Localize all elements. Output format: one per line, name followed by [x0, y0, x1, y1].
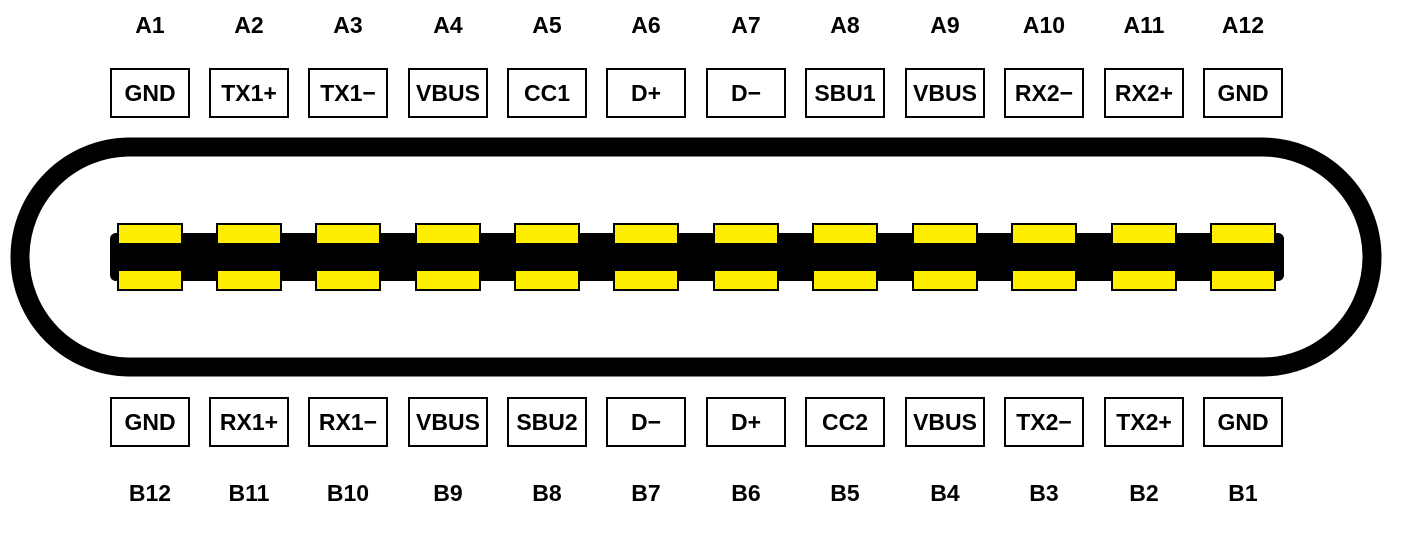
top-pin-id-5: A5 — [532, 11, 562, 38]
bottom-signal-label-2: RX1+ — [209, 397, 289, 447]
bottom-signal-label-7: D+ — [706, 397, 786, 447]
bottom-pin-id-row: B12 B11 B10 B9 B8 B7 B6 B5 B4 B3 B2 B1 — [0, 478, 1408, 538]
bottom-signal-label-10: TX2− — [1004, 397, 1084, 447]
top-pin-id-11: A11 — [1123, 11, 1165, 38]
bottom-contact-7 — [713, 269, 779, 291]
bottom-signal-label-5: SBU2 — [507, 397, 587, 447]
top-pin-id-6: A6 — [631, 11, 661, 38]
bottom-contact-11 — [1111, 269, 1177, 291]
top-signal-label-8: SBU1 — [805, 68, 885, 118]
top-contact-11 — [1111, 223, 1177, 245]
top-pin-id-7: A7 — [731, 11, 761, 38]
top-signal-label-1: GND — [110, 68, 190, 118]
top-contact-8 — [812, 223, 878, 245]
contact-group — [117, 223, 1276, 291]
top-signal-label-11: RX2+ — [1104, 68, 1184, 118]
top-pin-id-row: A1 A2 A3 A4 A5 A6 A7 A8 A9 A10 A11 A12 — [0, 10, 1408, 70]
bottom-signal-row: GND RX1+ RX1− VBUS SBU2 D− D+ CC2 VBUS TX2− TX2+ GN… — [0, 397, 1408, 457]
top-pin-id-3: A3 — [333, 11, 363, 38]
top-signal-label-6: D+ — [606, 68, 686, 118]
top-contact-2 — [216, 223, 282, 245]
top-pin-id-8: A8 — [830, 11, 860, 38]
bottom-pin-id-12: B1 — [1228, 479, 1258, 506]
bottom-signal-label-3: RX1− — [308, 397, 388, 447]
bottom-contact-8 — [812, 269, 878, 291]
bottom-contact-10 — [1011, 269, 1077, 291]
top-pin-id-1: A1 — [135, 11, 165, 38]
top-pin-id-4: A4 — [433, 11, 463, 38]
bottom-contact-5 — [514, 269, 580, 291]
bottom-pin-id-4: B9 — [433, 479, 463, 506]
bottom-signal-label-11: TX2+ — [1104, 397, 1184, 447]
bottom-contact-12 — [1210, 269, 1276, 291]
top-contact-6 — [613, 223, 679, 245]
top-signal-row: GND TX1+ TX1− VBUS CC1 D+ D− SBU1 VBUS RX2− RX2+ GN… — [0, 68, 1408, 128]
bottom-contact-4 — [415, 269, 481, 291]
top-contact-9 — [912, 223, 978, 245]
bottom-contact-1 — [117, 269, 183, 291]
top-signal-label-4: VBUS — [408, 68, 488, 118]
bottom-pin-id-2: B11 — [228, 479, 270, 506]
bottom-pin-id-1: B12 — [128, 479, 172, 506]
top-pin-id-12: A12 — [1221, 11, 1265, 38]
contact-tongue — [110, 233, 1284, 281]
top-contact-12 — [1210, 223, 1276, 245]
bottom-pin-id-9: B4 — [930, 479, 960, 506]
top-contact-7 — [713, 223, 779, 245]
bottom-signal-label-1: GND — [110, 397, 190, 447]
top-pin-id-2: A2 — [234, 11, 264, 38]
connector-graphic — [10, 137, 1382, 377]
top-pin-id-10: A10 — [1022, 11, 1066, 38]
bottom-contact-9 — [912, 269, 978, 291]
bottom-contact-6 — [613, 269, 679, 291]
top-signal-label-7: D− — [706, 68, 786, 118]
bottom-pin-id-6: B7 — [631, 479, 661, 506]
bottom-signal-label-12: GND — [1203, 397, 1283, 447]
bottom-signal-label-6: D− — [606, 397, 686, 447]
top-contact-10 — [1011, 223, 1077, 245]
bottom-pin-id-11: B2 — [1129, 479, 1159, 506]
bottom-pin-id-3: B10 — [326, 479, 370, 506]
bottom-contact-2 — [216, 269, 282, 291]
top-contact-3 — [315, 223, 381, 245]
top-signal-label-12: GND — [1203, 68, 1283, 118]
bottom-signal-label-8: CC2 — [805, 397, 885, 447]
bottom-pin-id-5: B8 — [532, 479, 562, 506]
top-pin-id-9: A9 — [930, 11, 960, 38]
usb-c-pinout-diagram: A1 A2 A3 A4 A5 A6 A7 A8 A9 A10 A11 A12 GND TX1+ TX1− V… — [0, 10, 1408, 506]
top-signal-label-9: VBUS — [905, 68, 985, 118]
top-contact-4 — [415, 223, 481, 245]
top-signal-label-10: RX2− — [1004, 68, 1084, 118]
bottom-signal-label-4: VBUS — [408, 397, 488, 447]
bottom-contact-3 — [315, 269, 381, 291]
bottom-pin-id-10: B3 — [1029, 479, 1059, 506]
top-signal-label-3: TX1− — [308, 68, 388, 118]
top-contact-5 — [514, 223, 580, 245]
top-contact-1 — [117, 223, 183, 245]
bottom-signal-label-9: VBUS — [905, 397, 985, 447]
top-signal-label-5: CC1 — [507, 68, 587, 118]
bottom-pin-id-7: B6 — [731, 479, 761, 506]
bottom-pin-id-8: B5 — [830, 479, 860, 506]
top-signal-label-2: TX1+ — [209, 68, 289, 118]
